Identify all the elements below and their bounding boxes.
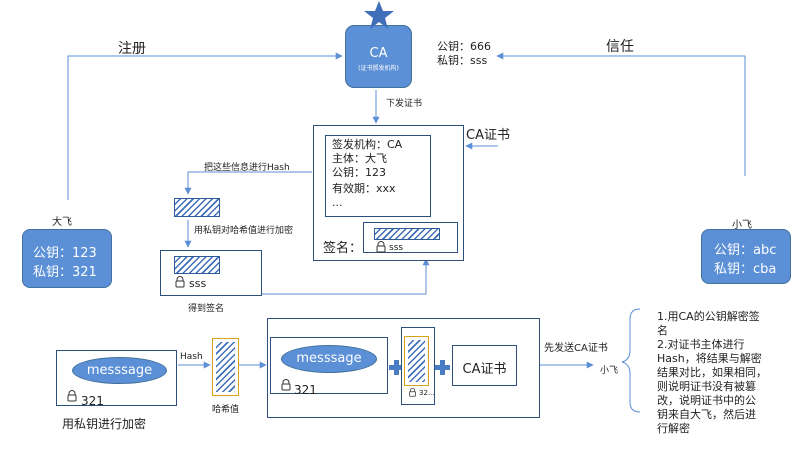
trust-label: 信任 <box>606 39 634 55</box>
cert-more: ... <box>332 196 343 209</box>
lock-icon <box>409 388 416 397</box>
message-key-left: 321 <box>81 394 104 408</box>
xiaofei-node: 公钥：abc 私钥：cba <box>701 229 791 284</box>
register-label: 注册 <box>118 41 146 57</box>
hash-value-block <box>212 338 239 396</box>
xiaofei-private-key: 私钥：cba <box>714 262 777 277</box>
dafei-private-key: 私钥：321 <box>33 265 97 280</box>
message-ellipse-left: messsage <box>72 357 167 384</box>
signature-value: sss <box>189 277 207 290</box>
ca-title: CA <box>369 46 388 61</box>
lock-icon <box>175 276 185 288</box>
get-signature-label: 得到签名 <box>188 304 225 314</box>
step-line: 行解密 <box>657 422 690 435</box>
cert-package-box: CA证书 <box>452 345 517 386</box>
hash-value-label: 哈希值 <box>212 405 240 415</box>
plus-icon <box>435 360 450 375</box>
step-line: 名 <box>657 324 668 337</box>
hash-block <box>174 198 220 217</box>
dafei-name: 大飞 <box>52 217 72 228</box>
ca-cert-label: CA证书 <box>466 128 510 143</box>
ca-private-key: 私钥：sss <box>437 54 488 67</box>
ca-node: CA (证书颁发机构) <box>345 25 412 88</box>
step-line: 钥来自大飞，然后进 <box>657 408 756 421</box>
cert-package-label: CA证书 <box>462 362 507 377</box>
message-key-right: 321 <box>294 383 317 397</box>
cert-signature-hash <box>374 228 440 240</box>
step-line: 则说明证书没有被篡 <box>657 380 756 393</box>
xiaofei-name: 小飞 <box>732 220 752 231</box>
encrypt-hash-label: 用私钥对哈希值进行加密 <box>194 226 294 236</box>
hash-label: Hash <box>180 352 203 362</box>
hash-package-block <box>404 336 429 386</box>
lock-icon <box>376 241 386 253</box>
xiaofei-bottom-label: 小飞 <box>600 366 619 376</box>
message-text-right: messsage <box>296 351 362 366</box>
lock-icon <box>67 390 77 402</box>
encrypt-private-label: 用私钥进行加密 <box>62 417 147 431</box>
hash-info-label: 把这些信息进行Hash <box>204 163 290 173</box>
message-text-left: messsage <box>86 363 153 378</box>
step-line: 结果对比，如果相同， <box>657 366 767 379</box>
message-ellipse-right: messsage <box>281 345 377 373</box>
cert-signature-label: 签名： <box>323 241 363 256</box>
steps-list: 1.用CA的公钥解密签 名 2.对证书主体进行 Hash，将结果与解密 结果对比… <box>657 310 797 436</box>
issue-cert-label: 下发证书 <box>386 99 423 109</box>
signature-hash <box>174 256 220 274</box>
step-line: 1.用CA的公钥解密签 <box>657 310 760 323</box>
cert-subject: 主体：大飞 <box>332 152 387 165</box>
step-line: 改，说明证书中的公 <box>657 394 756 407</box>
send-first-label: 先发送CA证书 <box>544 343 608 354</box>
hash-package-key: 32... <box>419 389 435 397</box>
plus-icon <box>389 360 404 375</box>
step-line: Hash，将结果与解密 <box>657 352 762 365</box>
xiaofei-public-key: 公钥：abc <box>714 243 777 258</box>
step-line: 2.对证书主体进行 <box>657 338 745 351</box>
cert-public-key: 公钥：123 <box>332 166 386 179</box>
ca-subtitle: (证书颁发机构) <box>358 65 399 72</box>
cert-signature-value: sss <box>389 243 404 253</box>
dafei-public-key: 公钥：123 <box>33 246 97 261</box>
certificate-body: 签发机构：CA 主体：大飞 公钥：123 有效期：xxx ... <box>325 135 431 217</box>
lock-icon <box>281 379 291 391</box>
ca-public-key: 公钥：666 <box>437 40 491 53</box>
star-icon <box>364 1 394 29</box>
cert-validity: 有效期：xxx <box>332 182 396 195</box>
dafei-node: 公钥：123 私钥：321 <box>22 229 112 288</box>
cert-issuer: 签发机构：CA <box>332 138 403 151</box>
